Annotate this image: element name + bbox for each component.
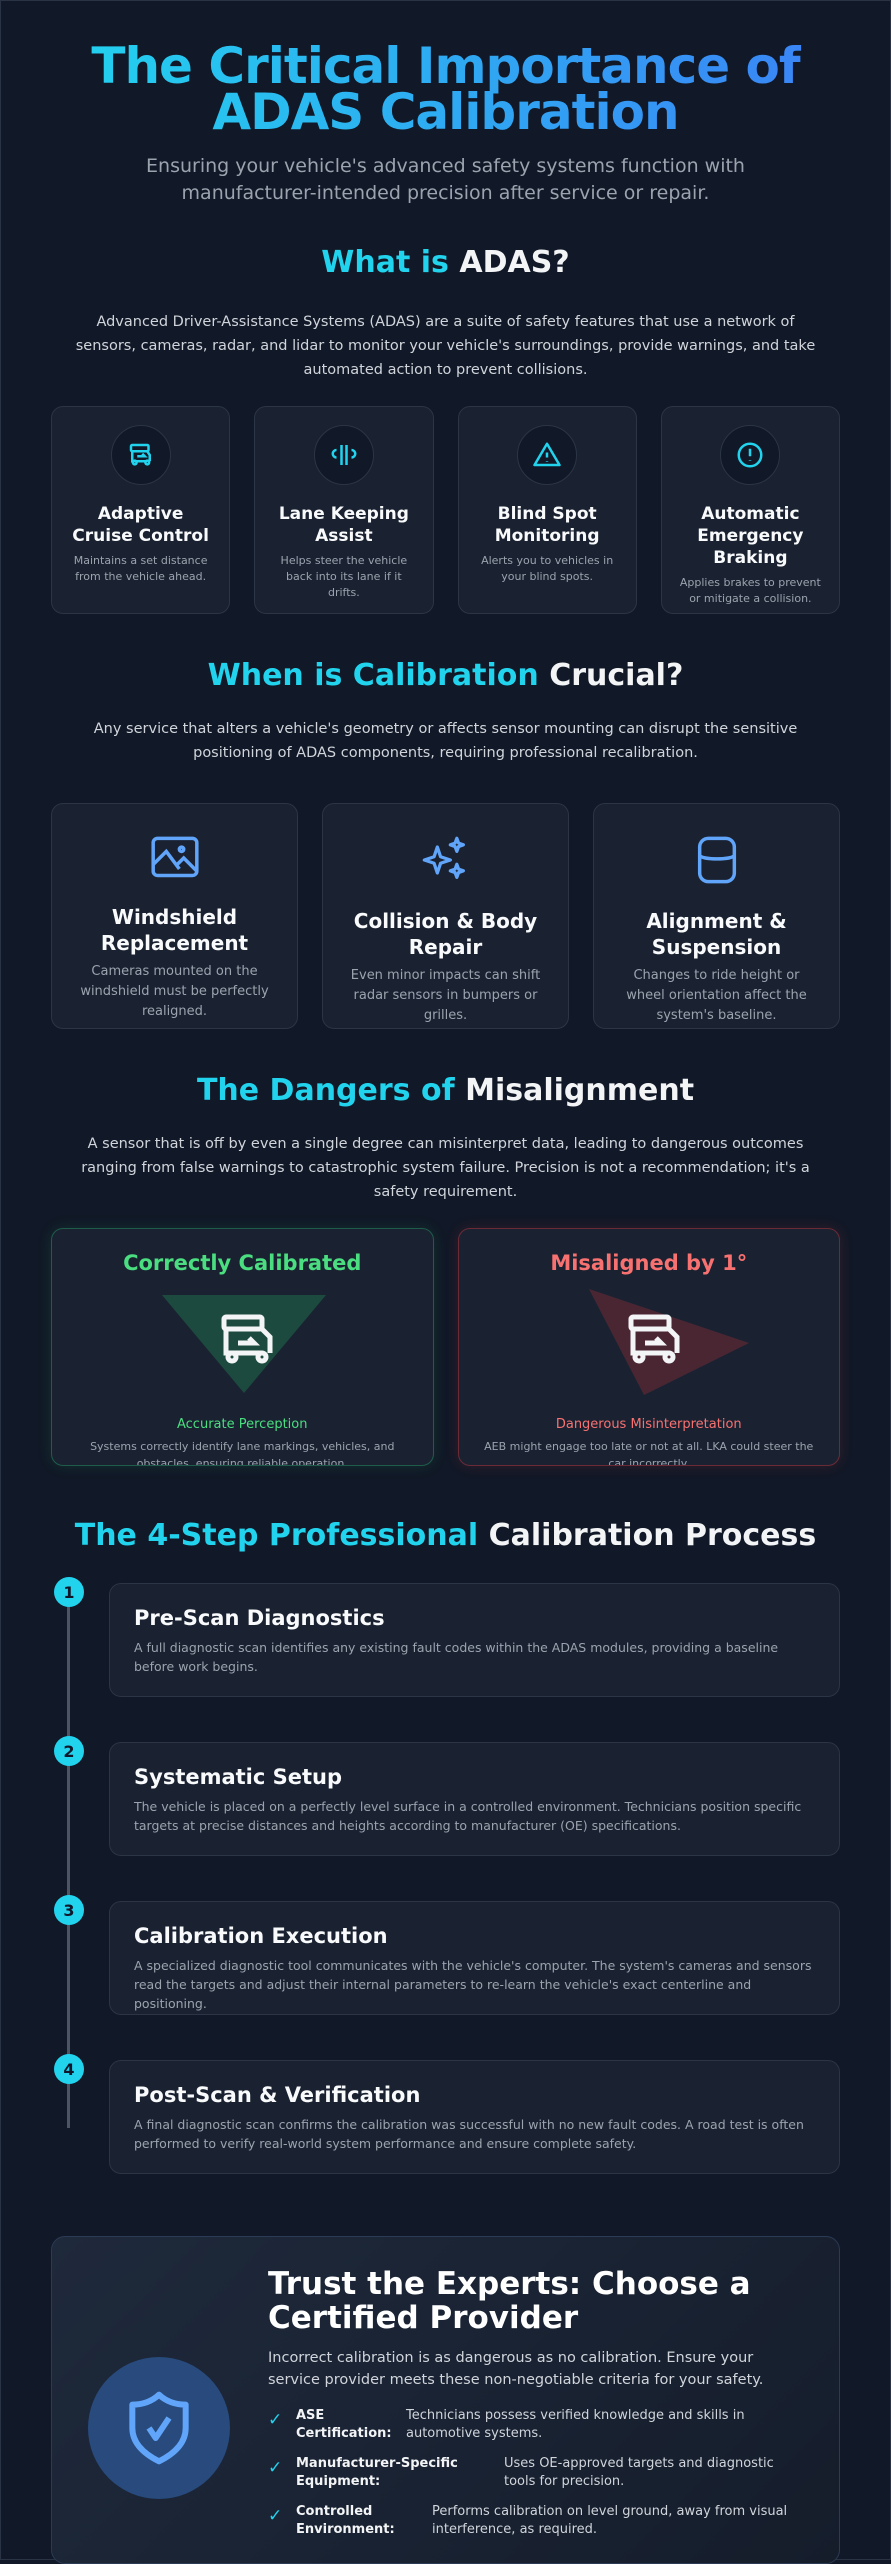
page-title: The Critical Importance of ADAS Calibrat…	[51, 41, 840, 137]
trust-title: Trust the Experts: Choose a Certified Pr…	[268, 2266, 751, 2336]
step-number: 1	[54, 1577, 84, 1607]
what-description: Advanced Driver-Assistance Systems (ADAS…	[75, 314, 816, 378]
check-icon: ✓	[268, 2458, 283, 2478]
car-icon	[110, 425, 171, 485]
step-number: 4	[54, 2054, 84, 2084]
misaligned-card: Misaligned by 1° Dangerous Misinterpreta…	[457, 1228, 840, 1466]
sensor-field-visual	[72, 1283, 413, 1403]
step-number: 2	[54, 1736, 84, 1766]
sensor-field-visual	[479, 1283, 820, 1403]
calibrated-card: Correctly Calibrated Accurate Perception…	[51, 1228, 434, 1466]
lane-icon	[313, 425, 374, 485]
car-icon	[628, 1314, 679, 1364]
alert-circle-icon	[720, 425, 781, 485]
comparison-grid: Correctly Calibrated Accurate Perception…	[51, 1228, 840, 1466]
image-icon	[150, 836, 199, 878]
section-title-process: The 4-Step Professional Calibration Proc…	[74, 1518, 817, 1553]
criteria-item: ✓Manufacturer-Specific Equipment:Uses OE…	[268, 2456, 774, 2489]
car-icon	[221, 1314, 273, 1364]
trust-panel: Trust the Experts: Choose a Certified Pr…	[51, 2236, 840, 2564]
page: The Critical Importance of ADAS Calibrat…	[1, 41, 890, 2564]
when-description: Any service that alters a vehicle's geom…	[93, 721, 798, 761]
criteria-item: ✓ASE Certification:Technicians possess v…	[268, 2408, 745, 2441]
shield-check-icon	[88, 2357, 230, 2499]
timeline-line	[67, 1593, 70, 2128]
sparkles-icon	[422, 836, 465, 879]
criteria-item: ✓Controlled Environment:Performs calibra…	[268, 2504, 788, 2537]
warning-triangle-icon	[517, 425, 578, 485]
check-icon: ✓	[268, 2410, 283, 2430]
check-icon: ✓	[268, 2506, 283, 2526]
suspension-icon	[697, 836, 736, 884]
section-title-what: What is ADAS?	[321, 245, 570, 280]
section-title-when: When is Calibration Crucial?	[207, 658, 684, 693]
page-subtitle: Ensuring your vehicle's advanced safety …	[146, 155, 745, 204]
section-title-dangers: The Dangers of Misalignment	[196, 1073, 695, 1108]
trust-description: Incorrect calibration is as dangerous as…	[268, 2350, 764, 2388]
step-number: 3	[54, 1895, 84, 1925]
dangers-description: A sensor that is off by even a single de…	[81, 1136, 810, 1200]
